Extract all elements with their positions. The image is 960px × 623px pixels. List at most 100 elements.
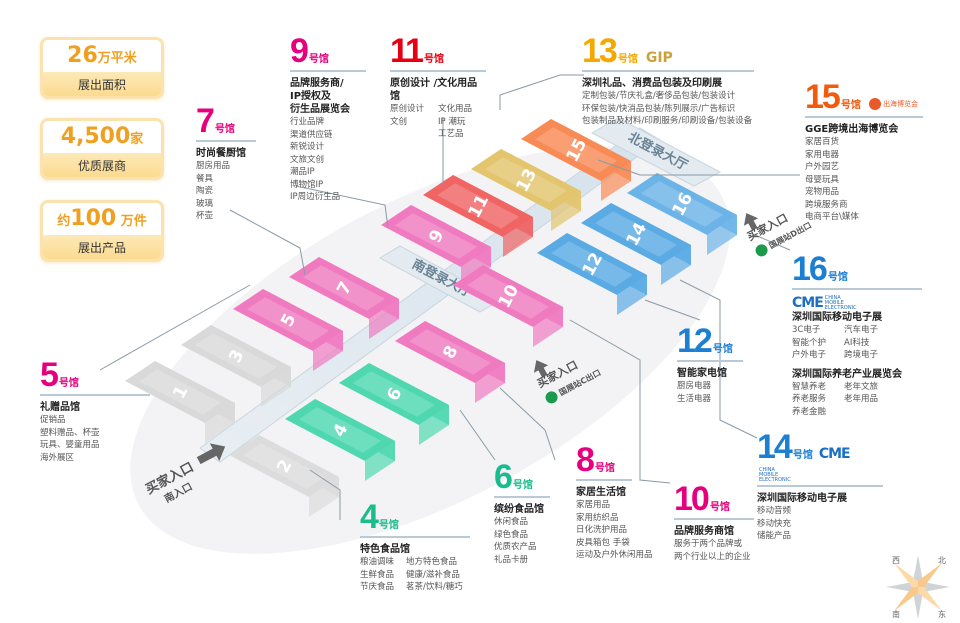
hall-item: 电商平台\媒体 — [805, 212, 859, 222]
hall-top — [537, 233, 647, 295]
hall-item: 工艺品 — [438, 129, 464, 139]
hall-block-2[interactable]: 2 — [229, 435, 339, 517]
hall-title-2: 深圳国际养老产业展览会 — [792, 368, 902, 380]
hall-top-highlight — [595, 211, 677, 257]
hall-top — [423, 175, 533, 237]
hall-end — [661, 245, 691, 285]
hall-top-highlight — [641, 181, 723, 227]
hall-title: 深圳国际移动电子展 — [757, 493, 847, 504]
hall-item: 日化洗护用品 — [576, 525, 628, 535]
hall-item: 促销品 — [40, 415, 66, 425]
hall-block-4[interactable]: 4 — [285, 399, 395, 481]
hall-block-11[interactable]: 11 — [423, 175, 533, 257]
hall-number: 16 — [792, 250, 828, 288]
hall-item: 休闲食品 — [494, 517, 529, 527]
hall-end — [601, 161, 631, 201]
compass-icon: 北 东 南 西 — [886, 555, 950, 619]
hall-item: AI科技 — [844, 337, 870, 348]
hall-block-16[interactable]: 16 — [627, 173, 737, 255]
hall-block-9[interactable]: 9 — [381, 205, 491, 287]
hall-item: 汽车电子 — [844, 325, 879, 335]
cme-logo-text: CME — [818, 446, 851, 462]
hall-item: 地方特色食品 — [406, 557, 458, 567]
hall-suffix: 号馆 — [827, 272, 848, 283]
hall-block-1[interactable]: 1 — [125, 361, 235, 443]
hall-end — [313, 331, 343, 371]
hall-item: 茗茶/饮料/糖巧 — [406, 582, 463, 592]
hall-block-5[interactable]: 5 — [233, 289, 343, 371]
hall-title: 品牌服务商馆 — [674, 526, 734, 537]
hall-number: 12 — [677, 322, 713, 360]
stat-label: 展出面积 — [43, 72, 161, 96]
hall-item: 跨境电子 — [844, 350, 879, 360]
hall-block-7[interactable]: 7 — [289, 257, 399, 339]
hall-block-8[interactable]: 8 — [395, 321, 505, 403]
cme-logo-sub: CHINA MOBILE ELECTRONIC — [824, 294, 857, 311]
hall-top-highlight — [437, 183, 519, 229]
hall-item: 原创设计 — [390, 104, 425, 114]
stat-card-products: 约100 万件 展出产品 — [40, 200, 164, 262]
hall-item: 节庆食品 — [360, 582, 395, 592]
hall-top — [233, 289, 343, 351]
hall-block-14[interactable]: 14 — [581, 203, 691, 285]
hall-title: 智能家电馆 — [677, 368, 727, 379]
gge-logo: 出海博览会 — [868, 97, 918, 110]
hall-item: 家居百货 — [805, 137, 840, 147]
hall-block-3[interactable]: 3 — [181, 325, 291, 407]
hall-item: 宠物用品 — [805, 187, 840, 197]
hall-number: 15 — [805, 78, 841, 116]
stat-card-area: 26万平米 展出面积 — [40, 37, 164, 99]
hall-block-10[interactable]: 10 — [453, 265, 563, 347]
hall-item: 户外电子 — [792, 350, 827, 360]
hall-item: 智慧养老 — [792, 381, 827, 392]
north-lobby — [590, 117, 722, 187]
compass-east: 东 — [938, 609, 946, 619]
hall-item: 新锐设计 — [290, 142, 325, 152]
hall-item: 优质农产品 — [494, 542, 537, 552]
cme-logo-text: CME — [792, 295, 824, 311]
hall-item: 粮油调味 — [360, 557, 395, 567]
hall-block-15[interactable]: 15 — [521, 119, 631, 201]
hall-item: 养老服务 — [792, 394, 827, 404]
hall-item: 厨房电器 — [677, 381, 712, 391]
hall-top-highlight — [535, 127, 617, 173]
hall-suffix: 号馆 — [214, 124, 235, 135]
hall-item: IP 潮玩 — [438, 116, 466, 127]
arrow-icon — [196, 443, 226, 465]
compass-north: 北 — [938, 556, 946, 565]
hall-suffix: 号馆 — [594, 463, 615, 474]
hall-top — [181, 325, 291, 387]
hall-top — [381, 205, 491, 267]
hall-item: 移动音频 — [757, 506, 792, 516]
hall-item: 母婴玩具 — [805, 174, 840, 185]
hall-item: 渠道供应链 — [290, 129, 333, 140]
hall-block-6[interactable]: 6 — [339, 363, 449, 445]
hall-item: 海外展区 — [40, 452, 75, 463]
hall-suffix: 号馆 — [840, 100, 861, 111]
hall-suffix: 号馆 — [512, 480, 533, 491]
hall-title: GGE跨境出海博览会 — [805, 124, 899, 135]
hall-end — [551, 191, 581, 231]
hall-end — [365, 441, 395, 481]
hall-block-12[interactable]: 12 — [537, 233, 647, 315]
hall-title: 时尚餐厨馆 — [196, 148, 246, 159]
hall-item: 皮具箱包 手袋 — [576, 537, 630, 548]
hall-item: 文创 — [390, 116, 408, 127]
hall-item: 陶瓷 — [196, 186, 214, 196]
hall-title: 原创设计 /文化用品馆 — [390, 78, 478, 102]
hall-block-13[interactable]: 13 — [471, 149, 581, 231]
hall-top — [289, 257, 399, 319]
hall-item: 养老金融 — [792, 406, 827, 417]
hall-title: 品牌服务商/ — [290, 78, 344, 89]
stat-label: 展出产品 — [43, 235, 161, 259]
hall-item: 健康/滋补食品 — [406, 569, 460, 580]
hall-top-highlight — [551, 241, 633, 287]
hall-item: 老年用品 — [844, 394, 879, 404]
